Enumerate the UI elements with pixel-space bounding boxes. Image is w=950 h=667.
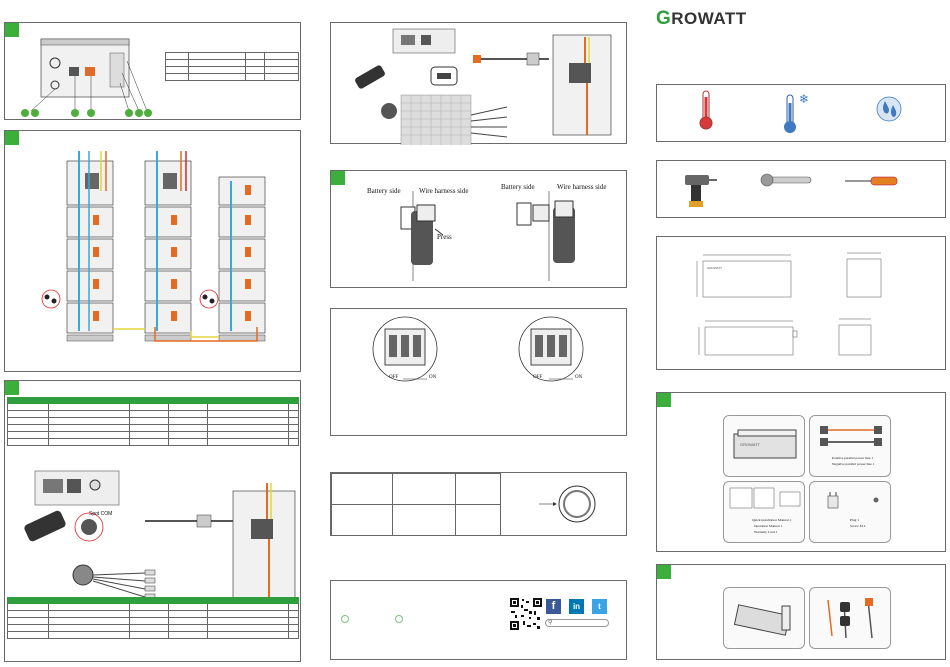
section-storage-conditions: ❄ (656, 84, 946, 142)
warranty-card-label: Warranty Card 1 (754, 530, 778, 534)
phone-icon (341, 615, 349, 623)
battery-side-label-1: Battery side (367, 187, 401, 195)
thermometer-icon (699, 90, 713, 130)
drill-icon (685, 175, 717, 207)
operation-manual-label: Operation Manual 1 (754, 524, 783, 528)
callout-6 (135, 109, 143, 117)
web-icon (395, 615, 403, 623)
section-cable-harness (330, 22, 627, 145)
dimension-drawings: GROWATT (696, 252, 882, 356)
power-cable-icon (820, 426, 882, 446)
section-package-contents: GROWATT Positive parallel power line 1 N… (656, 392, 946, 552)
search-field[interactable]: ⚲ (545, 619, 609, 627)
off-label-1: OFF (389, 375, 399, 380)
qr-code (509, 597, 543, 631)
cable-port-label: Spot COM (89, 511, 113, 517)
callout-7 (144, 109, 152, 117)
storage-icons: ❄ (699, 90, 902, 133)
svg-text:❄: ❄ (799, 92, 809, 106)
knob-diagram (539, 485, 596, 523)
linkedin-glyph: in (572, 602, 581, 611)
battery-side-label-2: Battery side (501, 183, 535, 191)
base-unit-photo (723, 587, 805, 649)
battery-module-icon: GROWATT (733, 429, 797, 459)
svg-text:GROWATT: GROWATT (740, 442, 761, 447)
front-panel-diagram (30, 38, 148, 112)
off-label-2: OFF (533, 375, 543, 380)
section-marker (657, 393, 671, 407)
section-contact: f in t ⚲ (330, 580, 627, 660)
section-communication-wiring: Spot COM (4, 380, 301, 662)
cable-set-icon (827, 598, 873, 639)
humidity-icon (876, 96, 902, 122)
section-marker (5, 131, 19, 145)
section-switch: OFF ON OFF ON (330, 308, 627, 436)
connector-diagram (400, 191, 575, 281)
screwdriver-icon (845, 176, 898, 186)
section-marker (657, 565, 671, 579)
neg-cable-label: Negative parallel power line 1 (832, 462, 875, 466)
power-cables-photo: Positive parallel power line 1 Negative … (809, 415, 891, 477)
section-tools (656, 160, 946, 218)
screw-label: Screw M 2 (850, 524, 866, 528)
logo-rest: ROWATT (671, 9, 747, 28)
pos-cable-label: Positive parallel power line 1 (832, 456, 874, 460)
press-label: Press (437, 233, 452, 241)
pin-definition-table-top (7, 397, 299, 446)
section-connector: Battery side Wire harness side Battery s… (330, 170, 627, 288)
cable-harness-diagram (355, 28, 612, 145)
tools-icons (685, 173, 898, 207)
facebook-glyph: f (551, 600, 556, 612)
facebook-icon[interactable]: f (546, 599, 561, 614)
switch-diagram (372, 316, 584, 382)
plug-icon (827, 492, 879, 509)
documents-photo: Quick installation Manual 1 Operation Ma… (723, 481, 805, 543)
callout-3 (71, 109, 79, 117)
panel-description-table (165, 52, 299, 81)
section-marker (331, 171, 345, 185)
pin-definition-table-bottom (7, 597, 299, 639)
documents-icon (729, 487, 801, 509)
callout-5 (125, 109, 133, 117)
plug-screws-photo: Plug 1 Screw M 2 (809, 481, 891, 543)
section-optional-accessories (656, 564, 946, 660)
brand-logo: GROWATT (656, 8, 747, 30)
wire-harness-side-label-1: Wire harness side (419, 187, 469, 195)
section-marker (5, 23, 19, 37)
com-cable-diagram (24, 470, 296, 600)
search-icon: ⚲ (548, 620, 553, 626)
callout-4 (87, 109, 95, 117)
base-unit-icon (733, 604, 791, 636)
svg-text:GROWATT: GROWATT (707, 266, 722, 270)
section-front-panel (4, 22, 301, 120)
cold-thermometer-icon: ❄ (784, 92, 809, 133)
logo-g: G (656, 8, 672, 29)
section-stack-wiring (4, 130, 301, 372)
battery-module-photo: GROWATT (723, 415, 805, 477)
on-label-1: ON (429, 375, 437, 380)
section-indicator-table (330, 472, 627, 536)
wire-harness-side-label-2: Wire harness side (557, 183, 607, 191)
indicator-table (331, 473, 501, 536)
callout-1 (21, 109, 29, 117)
quick-manual-label: Quick installation Manual 1 (752, 518, 792, 522)
linkedin-icon[interactable]: in (569, 599, 584, 614)
cable-set-photo (809, 587, 891, 649)
section-marker (5, 381, 19, 395)
callout-2 (31, 109, 39, 117)
plug-label: Plug 1 (850, 518, 860, 522)
stack-wiring-diagram (41, 151, 266, 342)
section-dimensions: GROWATT (656, 236, 946, 370)
twitter-glyph: t (598, 602, 601, 611)
on-label-2: ON (575, 375, 583, 380)
wrench-icon (760, 173, 812, 187)
twitter-icon[interactable]: t (592, 599, 607, 614)
